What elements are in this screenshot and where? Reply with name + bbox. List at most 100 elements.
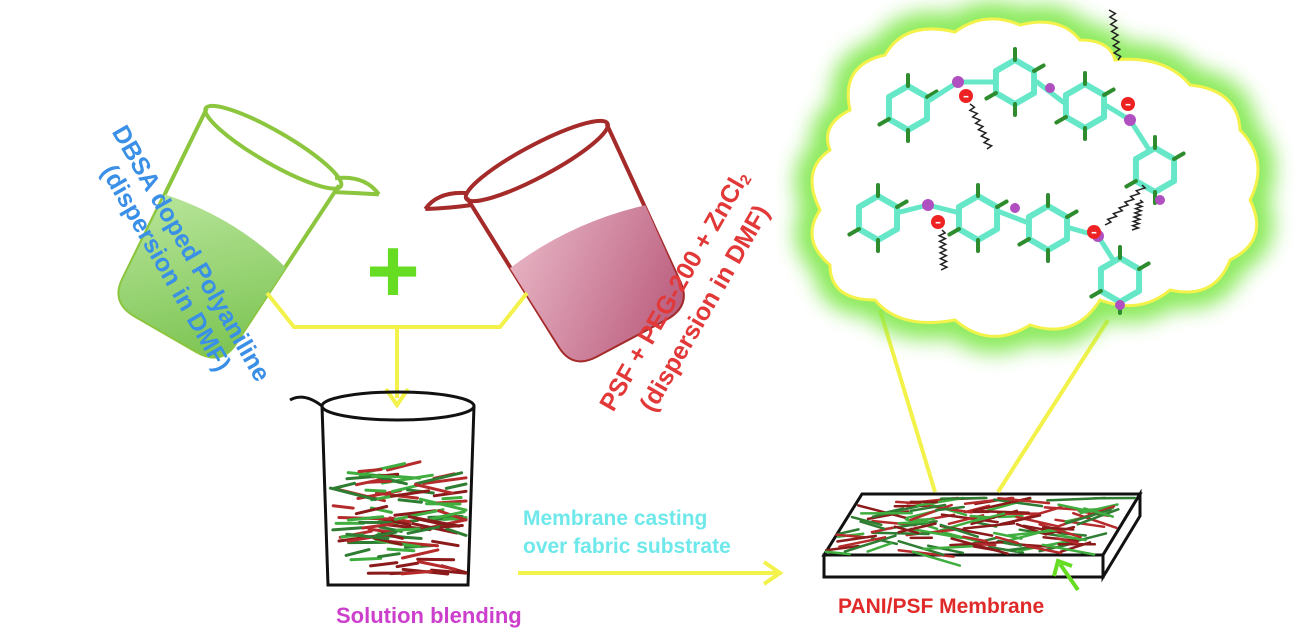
- nitrogen-atom: [1115, 300, 1125, 310]
- fiber-strand: [430, 510, 466, 521]
- fiber-strand: [997, 497, 1051, 505]
- fiber-strand: [972, 545, 1001, 553]
- fiber-strand: [431, 539, 460, 548]
- fiber-strand: [911, 550, 962, 567]
- fiber-strand: [397, 498, 423, 504]
- fiber-strand: [866, 542, 893, 553]
- fiber-strand: [369, 561, 399, 568]
- casting-label-line2: over fabric substrate: [523, 535, 731, 558]
- fiber-strand: [390, 489, 431, 498]
- mixing-beaker: [289, 390, 476, 587]
- fiber-strand: [999, 514, 1042, 526]
- benzene-ring: [947, 183, 1009, 253]
- fiber-strand: [871, 531, 930, 536]
- fiber-strand: [893, 525, 920, 535]
- mixed-fibers: [328, 460, 468, 576]
- charge-symbol: –: [963, 89, 969, 103]
- plus-sign: +: [366, 220, 420, 322]
- fiber-strand: [897, 548, 955, 558]
- benzene-ring: [1089, 245, 1151, 315]
- solution-blending-label: Solution blending: [336, 603, 522, 628]
- casting-arrow: [518, 560, 784, 586]
- membrane-label: PANI/PSF Membrane: [838, 595, 1045, 618]
- fiber-strand: [354, 505, 389, 516]
- benzene-ring: [847, 183, 909, 253]
- fiber-strand: [1079, 503, 1119, 515]
- fiber-strand: [1041, 543, 1096, 556]
- fiber-strand: [962, 535, 989, 543]
- fiber-strand: [922, 544, 978, 551]
- fiber-strand: [344, 548, 371, 557]
- green-beaker: [117, 103, 381, 359]
- fiber-strand: [824, 550, 851, 556]
- fiber-strand: [395, 527, 421, 532]
- benzene-ring: [984, 47, 1046, 117]
- charge-symbol: –: [935, 215, 941, 229]
- charge-symbol: –: [1091, 225, 1097, 239]
- fiber-strand: [347, 515, 385, 522]
- fiber-strand: [897, 539, 945, 556]
- nitrogen-atom: [952, 76, 964, 88]
- fiber-strand: [939, 523, 979, 538]
- benzene-ring: [1017, 193, 1079, 263]
- fiber-strand: [393, 508, 445, 521]
- membrane-pointer-arrow: [1052, 558, 1080, 592]
- casting-label-line1: Membrane casting: [523, 507, 708, 530]
- fiber-strand: [909, 527, 964, 540]
- fiber-strand: [367, 527, 394, 534]
- fiber-strand: [357, 468, 383, 473]
- casting-label: Membrane casting over fabric substrate: [523, 505, 731, 561]
- fiber-strand: [367, 479, 392, 484]
- fiber-strand: [850, 515, 883, 527]
- fiber-strand: [1064, 508, 1112, 525]
- polyaniline-molecule: – – – –: [847, 9, 1186, 315]
- fiber-strand: [422, 476, 468, 485]
- fiber-strand: [395, 561, 420, 569]
- nitrogen-atom: [922, 199, 934, 211]
- fiber-strand: [372, 536, 403, 546]
- fiber-strand: [1072, 511, 1118, 530]
- fiber-strand: [332, 481, 357, 490]
- fiber-strand: [430, 568, 468, 575]
- fiber-strand: [328, 486, 377, 501]
- fiber-strand: [1076, 508, 1120, 526]
- fiber-strand: [445, 527, 468, 537]
- fiber-strand: [859, 520, 885, 530]
- nitrogen-atom: [1124, 114, 1136, 126]
- merge-connector: [265, 291, 529, 409]
- fiber-strand: [361, 522, 394, 530]
- fiber-strand: [1057, 533, 1087, 542]
- charge-symbol: –: [1125, 97, 1131, 111]
- nitrogen-atom: [1045, 83, 1055, 93]
- fiber-strand: [377, 552, 401, 559]
- fiber-strand: [973, 512, 1006, 523]
- fiber-strand: [843, 534, 897, 553]
- dodecyl-tail: [968, 103, 994, 150]
- membrane-slab: [821, 488, 1143, 583]
- fiber-strand: [441, 496, 463, 501]
- fiber-strand: [838, 536, 887, 548]
- fiber-strand: [331, 504, 355, 510]
- fiber-strand: [824, 544, 860, 552]
- fiber-strand: [994, 535, 1019, 545]
- fiber-strand: [1038, 523, 1082, 539]
- zoom-cloud: [795, 1, 1275, 354]
- benzene-ring: [877, 73, 939, 143]
- fiber-strand: [373, 530, 398, 538]
- fiber-strand: [939, 496, 988, 500]
- fiber-strand: [364, 488, 387, 493]
- fiber-strand: [439, 524, 464, 529]
- charge-marker: [1087, 225, 1101, 239]
- fiber-strand: [909, 503, 947, 513]
- dodecyl-tail: [1130, 199, 1145, 231]
- fiber-strand: [1055, 537, 1080, 545]
- fiber-strand: [912, 517, 936, 522]
- nitrogen-atom: [1155, 195, 1165, 205]
- fiber-strand: [401, 548, 440, 560]
- charge-marker: [1121, 97, 1135, 111]
- membrane-fibers: [824, 496, 1137, 567]
- fiber-strand: [407, 515, 461, 528]
- fiber-strand: [973, 542, 997, 547]
- fiber-strand: [349, 556, 383, 562]
- fiber-strand: [1046, 496, 1107, 502]
